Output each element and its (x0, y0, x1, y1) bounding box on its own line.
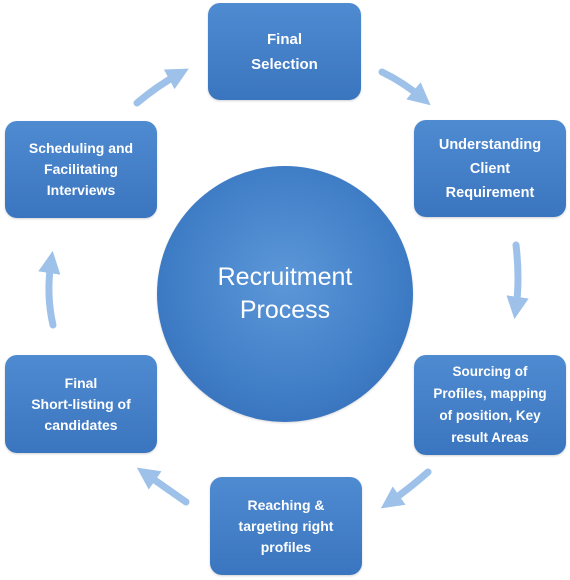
step-label-line: candidates (44, 416, 118, 433)
step-label-line: result Areas (451, 430, 529, 445)
step-understanding-client-requirement: Understanding Client Requirement (414, 120, 566, 217)
step-label-line: Short-listing of (31, 395, 131, 412)
center-circle: Recruitment Process (157, 166, 413, 422)
center-label-line-1: Recruitment (217, 263, 353, 291)
step-reaching-targeting-profiles: Reaching & targeting right profiles (210, 477, 362, 575)
arrow-sourcing-to-reaching (380, 468, 432, 509)
step-label-line: Profiles, mapping (433, 386, 547, 401)
center-label-line-2: Process (239, 296, 331, 324)
arrow-shortlisting-to-scheduling (38, 250, 61, 329)
step-label-line: Understanding (438, 136, 542, 153)
step-label-line: Requirement (445, 184, 535, 201)
step-final-selection: Final Selection (208, 3, 361, 100)
step-label-line: of position, Key (439, 408, 541, 423)
step-label-line: Sourcing of (452, 364, 528, 379)
step-label-line: targeting right (238, 517, 334, 534)
center-label: Recruitment Process (218, 261, 353, 327)
step-label-line: Interviews (46, 182, 116, 198)
arrow-reaching-to-shortlisting (136, 467, 190, 506)
step-final-shortlisting: Final Short-listing of candidates (5, 355, 157, 453)
arrow-selection-to-understanding (378, 68, 431, 106)
step-label-line: Final (64, 374, 98, 391)
step-scheduling-interviews: Scheduling and Facilitating Interviews (5, 121, 157, 218)
step-label-line: Scheduling and (28, 140, 134, 156)
arrow-scheduling-to-selection (133, 68, 189, 107)
step-sourcing-profiles: Sourcing of Profiles, mapping of positio… (414, 355, 566, 455)
step-label-line: profiles (260, 538, 312, 555)
step-label-line: Reaching & (247, 496, 325, 513)
step-label-line: Client (469, 160, 511, 177)
step-label-line: Facilitating (44, 161, 118, 177)
step-label-line: Selection (251, 55, 318, 73)
step-label-line: Final (266, 30, 302, 48)
arrow-understanding-to-sourcing (506, 241, 529, 320)
